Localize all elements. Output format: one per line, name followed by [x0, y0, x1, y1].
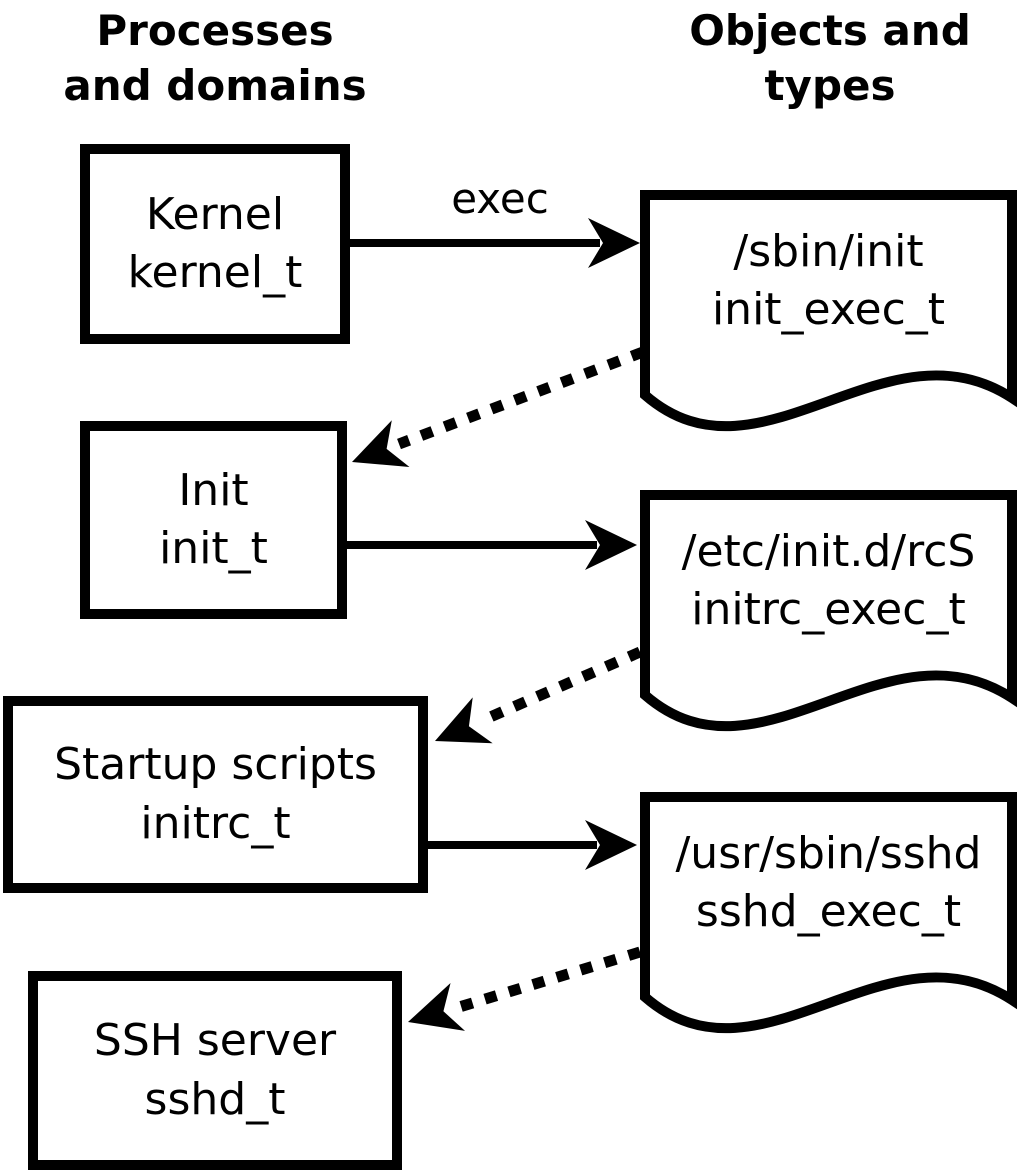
- dotted-arrow-line: [478, 646, 643, 727]
- object-type: sshd_exec_t: [695, 886, 962, 937]
- process-name: Init: [178, 464, 249, 516]
- object-label-etc-initd-rcs: /etc/init.d/rcS initrc_exec_t: [645, 516, 1012, 646]
- process-box-startup-scripts: [3, 696, 428, 893]
- process-label-init: Init init_t: [80, 421, 347, 619]
- object-label-sbin-init: /sbin/init init_exec_t: [645, 216, 1012, 346]
- arrowhead-downleft-icon: [408, 983, 466, 1031]
- document-shape-sbin-init: [640, 190, 1017, 432]
- arrowhead-downleft-icon: [352, 420, 410, 468]
- process-name: SSH server: [93, 1015, 337, 1067]
- arrowhead-downleft-icon: [435, 697, 493, 744]
- process-label-kernel: Kernel kernel_t: [80, 144, 350, 344]
- process-domain: kernel_t: [127, 247, 303, 298]
- object-path: /sbin/init: [733, 225, 924, 277]
- process-box-kernel: [80, 144, 350, 344]
- dotted-arrow-line: [397, 346, 645, 450]
- process-label-ssh-server: SSH server sshd_t: [28, 971, 402, 1170]
- process-domain: init_t: [159, 523, 268, 574]
- object-type: initrc_exec_t: [691, 584, 966, 635]
- column-header-processes: Processes and domains: [63, 6, 367, 110]
- process-box-ssh-server: [28, 971, 402, 1170]
- arrowhead-right-icon: [588, 218, 640, 268]
- object-path: /etc/init.d/rcS: [681, 525, 976, 577]
- dotted-arrow-sbin-init-to-init: [352, 346, 645, 468]
- dotted-arrow-etc-initd-rcs-to-startup: [435, 646, 643, 744]
- document-shape-etc-initd-rcs: [640, 490, 1017, 732]
- edge-label-exec: exec: [451, 174, 549, 223]
- process-domain: sshd_t: [144, 1073, 286, 1125]
- document-shape-usr-sbin-sshd: [640, 792, 1017, 1034]
- process-label-startup-scripts: Startup scripts initrc_t: [3, 696, 428, 893]
- object-type: init_exec_t: [711, 284, 946, 335]
- arrowhead-right-icon: [585, 520, 637, 570]
- solid-arrow-kernel-to-sbin-init: [350, 218, 640, 268]
- column-header-objects: Objects and types: [689, 6, 971, 110]
- process-box-init: [80, 421, 347, 619]
- object-label-usr-sbin-sshd: /usr/sbin/sshd sshd_exec_t: [645, 818, 1012, 948]
- dotted-arrow-line: [454, 946, 642, 1014]
- process-name: Startup scripts: [54, 739, 377, 791]
- process-name: Kernel: [145, 188, 285, 240]
- dotted-arrow-usr-sbin-sshd-to-ssh-server: [408, 946, 642, 1031]
- object-path: /usr/sbin/sshd: [675, 827, 982, 879]
- solid-arrow-startup-to-usr-sbin-sshd: [428, 820, 637, 870]
- process-domain: initrc_t: [140, 797, 291, 849]
- arrowhead-right-icon: [585, 820, 637, 870]
- solid-arrow-init-to-etc-initd-rcs: [347, 520, 637, 570]
